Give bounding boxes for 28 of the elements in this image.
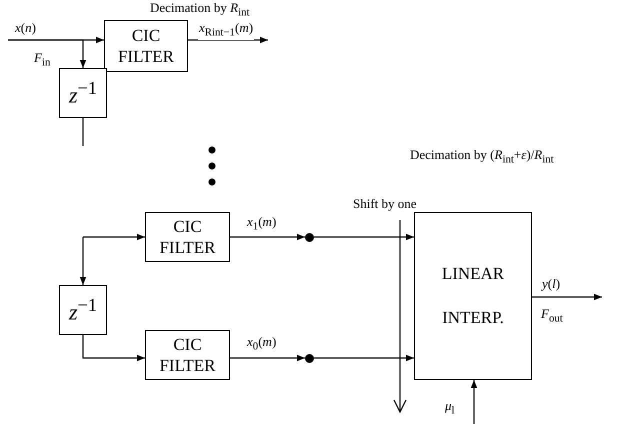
arrow	[532, 294, 602, 300]
arrow	[470, 380, 478, 424]
filter-block: CIC FILTER	[104, 20, 188, 72]
filter-block: CIC FILTER	[145, 330, 230, 380]
arrow	[82, 335, 145, 362]
rate-label: F$_{in}$	[34, 50, 50, 70]
arrow	[188, 36, 268, 44]
arrow	[314, 234, 414, 240]
signal-label: x$_{Rint−1}$(m)	[198, 20, 254, 40]
rate-label: F$_{out}$	[541, 306, 563, 326]
filter-block: CIC FILTER	[145, 212, 230, 262]
junction-dot	[305, 354, 314, 363]
delay-block: z$^{−1}$	[59, 68, 107, 118]
annotation-text: Decimation by R$_{int}$	[150, 0, 250, 20]
annotation-text: Shift by one	[353, 196, 417, 212]
arrow	[80, 237, 86, 285]
signal-label: y(l)	[541, 276, 562, 292]
arrow	[8, 39, 86, 68]
arrow	[83, 234, 145, 240]
arrow	[230, 354, 305, 362]
arrow	[230, 234, 305, 240]
signal-label: x(n)	[14, 20, 37, 36]
arrow	[314, 354, 414, 362]
signal-line	[82, 118, 84, 146]
delay-block: z$^{−1}$	[59, 285, 107, 335]
junction-dot	[305, 233, 314, 242]
annotation-text: Decimation by (R$_{int}$+ε)/R$_{int}$	[410, 147, 554, 167]
interpolator-block: LINEAR INTERP.	[414, 212, 532, 380]
